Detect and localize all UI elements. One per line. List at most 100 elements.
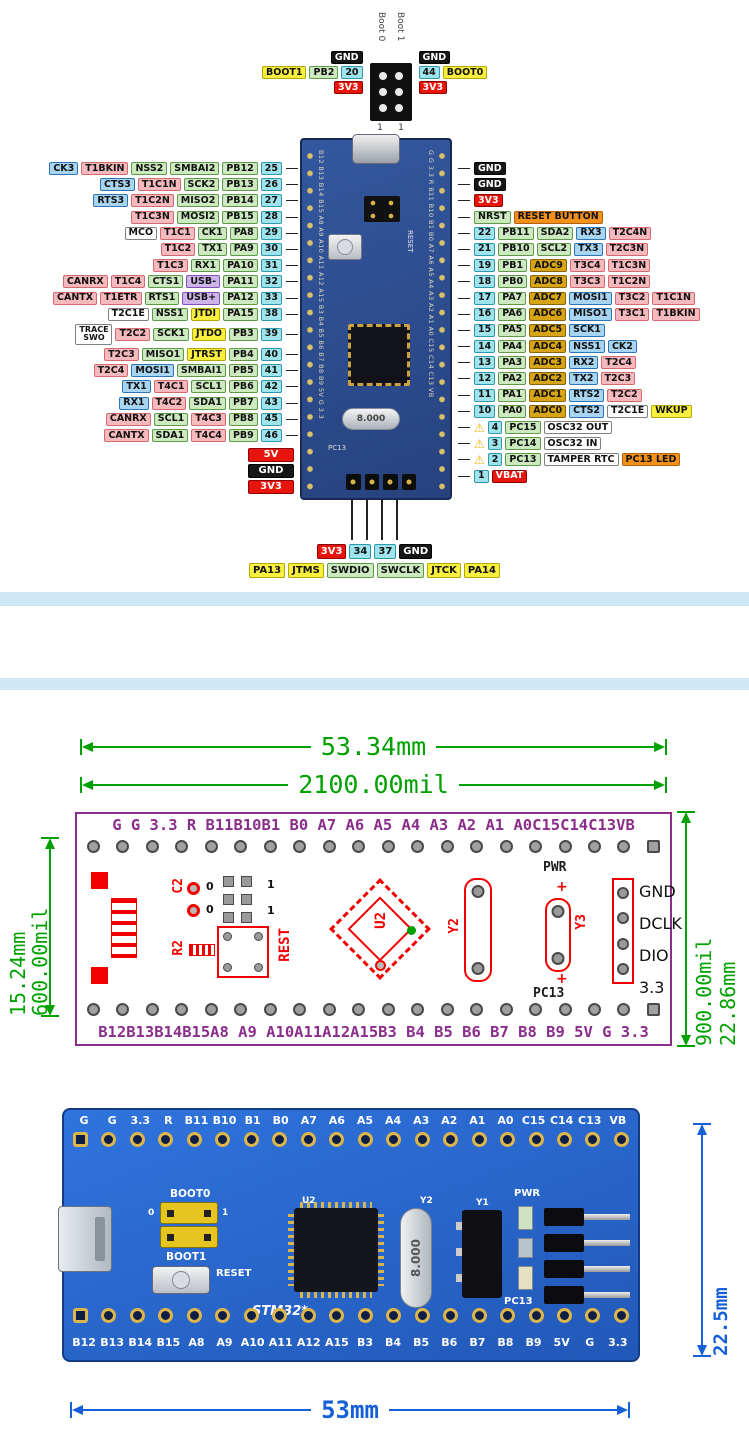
pin-hole: [500, 1132, 516, 1147]
dim-label: 53mm: [321, 1396, 379, 1424]
pin-label: T1C2N: [607, 275, 651, 289]
pin-label: T1C2N: [131, 194, 174, 208]
pin-label: PB5: [228, 364, 258, 378]
pin-hole: [204, 1003, 218, 1016]
gnd-label: GND: [418, 51, 451, 64]
top-pin-row-text: G G 3.3 R B11B10B1 B0 A7 A6 A5 A4 A3 A2 …: [112, 816, 635, 834]
pin-label: 13: [474, 356, 496, 370]
pin-label: PB15: [222, 210, 258, 224]
pin-hole: [440, 840, 454, 853]
pin-label: 46: [260, 429, 282, 442]
pin-label: OSC32 IN: [543, 437, 602, 451]
debug-pin-label: DIO: [639, 946, 669, 965]
pin-label: CTS3: [100, 178, 135, 192]
pin-label: RTS1: [144, 291, 180, 305]
pin-label: ⚠: [474, 420, 485, 435]
one-mark: 1: [267, 878, 275, 891]
pin-hole: [386, 1308, 402, 1323]
pin-hole: [613, 1132, 629, 1147]
pin-row: 3V3: [248, 480, 294, 494]
pin-label: 45: [260, 412, 282, 426]
pin-label: T1C4: [110, 275, 146, 289]
pin-hole: [470, 1003, 484, 1016]
pin-label: PA9: [229, 242, 258, 256]
pin-label: 19: [474, 259, 496, 273]
r2-footprint: [189, 944, 215, 956]
3v3-label: 3V3: [418, 81, 448, 94]
pin-label: PB3: [228, 327, 258, 341]
pin-label: T3C1: [614, 307, 650, 321]
pin-label: SCK1: [569, 323, 605, 337]
pin-label: ADC9: [530, 259, 567, 273]
pin-label: PA0: [498, 404, 527, 418]
y1-silk-label: Y1: [476, 1198, 489, 1208]
pin-label: T4C1: [153, 380, 189, 394]
pin-label: CK1: [197, 226, 227, 240]
pin-label: 5V: [248, 448, 294, 462]
pin-label: T4C4: [191, 429, 226, 442]
pin-hole: [558, 840, 572, 853]
pin-hole: [528, 1132, 544, 1147]
reset-button: [328, 234, 362, 260]
pin-silk-label: A2: [441, 1114, 458, 1127]
pin-hole: [293, 1003, 307, 1016]
bottom-pin-holes: [73, 1308, 629, 1323]
mcu-chip: [348, 324, 410, 386]
pin-silk-label: A9: [216, 1336, 233, 1349]
arrow-right-icon: [654, 741, 666, 752]
boot-header-footprint: [223, 876, 252, 923]
pin-label: 28: [260, 210, 282, 224]
pin-hole: [263, 1003, 277, 1016]
u2-label: U2: [373, 912, 389, 929]
pin-label: GND: [474, 178, 506, 192]
pin-hole: [87, 1003, 100, 1016]
pin-hole: [587, 840, 601, 853]
pin-label: PA8: [229, 226, 258, 240]
pin-hole: [129, 1308, 145, 1323]
arrow-up-icon: [696, 1124, 707, 1135]
dim-label: 22.86mm: [716, 961, 740, 1046]
pin-label: 4: [487, 421, 503, 434]
pin-hole: [175, 840, 189, 853]
pin-label: ADC3: [529, 356, 567, 370]
pin-row: GND: [458, 162, 746, 175]
pin-label: GND: [248, 464, 294, 478]
pin-silk-label: B8: [497, 1336, 514, 1349]
dim-label: 600.00mil: [28, 907, 52, 1016]
pin-label: OSC32 OUT: [543, 421, 613, 434]
reset-footprint: [217, 926, 269, 978]
pwr-label: PWR: [543, 860, 567, 875]
pin-label: RX2: [569, 356, 599, 370]
pin-label: 38: [260, 307, 282, 321]
pin-label: SCL2: [536, 242, 572, 256]
pin-label: 3V3: [248, 480, 294, 494]
pin-hole: [394, 88, 403, 96]
pin-label: NRST: [474, 210, 511, 224]
pin-label: PB13: [222, 178, 258, 192]
pin-label: 33: [260, 291, 282, 305]
via-pad: [375, 960, 386, 971]
pin-label: SCL1: [153, 412, 189, 426]
pin-hole: [414, 1132, 430, 1147]
pc13-silk-label: PC13: [504, 1296, 533, 1307]
bluepill-board-graphic: B12 B13 B14 B15 A8 A9 A10 A11 A12 A15 B3…: [300, 134, 452, 500]
pin-label: PB9: [228, 429, 258, 442]
pin-silk-label: A1: [469, 1114, 486, 1127]
pin-label: 2: [487, 453, 503, 467]
one-silk-mark: 1: [222, 1208, 229, 1218]
pin-label: SCL1: [191, 380, 226, 394]
pin-hole: [646, 840, 660, 853]
